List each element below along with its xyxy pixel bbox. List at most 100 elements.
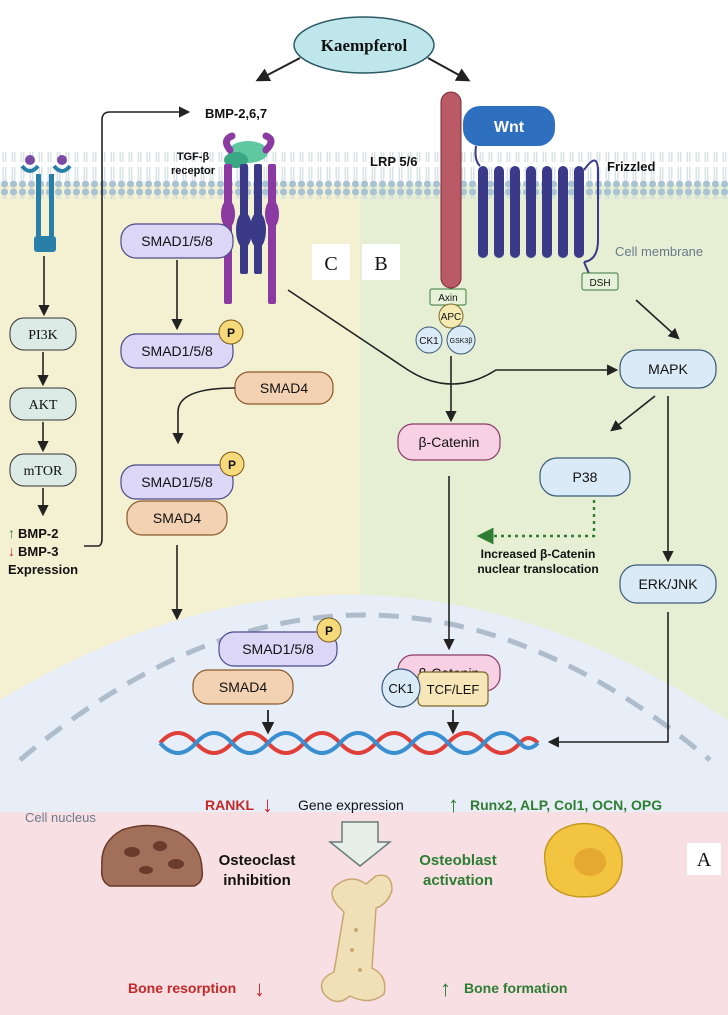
- panel-a-label: A: [697, 849, 712, 871]
- cell-membrane: [0, 152, 728, 199]
- arrow-erk-dna: [547, 612, 669, 748]
- bone-formation-up-arrow: ↑: [440, 976, 451, 1001]
- rankl-down-arrow: ↓: [262, 792, 273, 817]
- akt-label: AKT: [29, 398, 58, 413]
- osteoblast-label-line1: Osteoblast: [419, 852, 497, 869]
- panel-b-label: B: [374, 253, 387, 275]
- arrow-kaempferol-bmp: [255, 57, 301, 82]
- outcome-big-arrow: [327, 821, 393, 867]
- wnt-label: Wnt: [494, 119, 525, 136]
- smad4-label-2: SMAD4: [153, 510, 201, 526]
- bone-resorption-down-arrow: ↓: [254, 976, 265, 1001]
- osteoclast-cell: [100, 824, 204, 887]
- kaempferol-label: Kaempferol: [321, 36, 408, 55]
- osteoclast-label-line2: inhibition: [223, 872, 290, 889]
- phospho-badge-1: [218, 319, 244, 345]
- tcf-lef-label: TCF/LEF: [427, 682, 480, 697]
- phospho-label-3: P: [325, 624, 333, 638]
- pi3k-receptor: [20, 155, 72, 252]
- bone-formation-label: Bone formation: [464, 980, 567, 996]
- lrp-label: LRP 5/6: [370, 154, 417, 169]
- phospho-label-1: P: [227, 326, 235, 340]
- bmp-ligand-label: BMP-2,6,7: [205, 106, 267, 121]
- apc-label: APC: [441, 312, 462, 323]
- smad158-label-2: SMAD1/5/8: [141, 343, 213, 359]
- nucleus-label: Cell nucleus: [25, 810, 96, 825]
- smad4-box-nuclear: [192, 669, 294, 705]
- smad158-label-1: SMAD1/5/8: [141, 233, 213, 249]
- smad4-label-nuclear: SMAD4: [219, 679, 267, 695]
- arrow-receptor-mapk: [287, 289, 619, 385]
- osteoblast-genes-label: Runx2, ALP, Col1, OCN, OPG: [470, 797, 662, 813]
- smad158-box-2: [120, 333, 234, 369]
- phospho-badge-2: [219, 451, 245, 477]
- arrow-dsh-mapk: [635, 299, 680, 340]
- osteoclast-label-line1: Osteoclast: [219, 852, 296, 869]
- mtor-box: [9, 453, 77, 487]
- smad158-label-nuclear: SMAD1/5/8: [242, 641, 314, 657]
- arrow-expression-bmp-ligand: [84, 106, 191, 547]
- bmp3-down-arrow: ↓: [8, 543, 15, 559]
- ck1-label-top: CK1: [419, 336, 439, 347]
- gene-expression-label: Gene expression: [298, 797, 404, 813]
- smad4-label-1: SMAD4: [260, 380, 308, 396]
- lrp-receptor: [440, 91, 462, 289]
- mapk-label: MAPK: [648, 361, 688, 377]
- tgf-label-line1: TGF-β: [177, 151, 210, 163]
- ck1-node-nuclear: [381, 668, 421, 708]
- ck1-node-top: [415, 326, 443, 354]
- panel-b-box: [362, 244, 400, 280]
- axin-label: Axin: [438, 293, 457, 304]
- rankl-label: RANKL: [205, 797, 254, 813]
- bmp2-up-arrow: ↑: [8, 525, 15, 541]
- nucleus-region: [0, 594, 728, 812]
- erk-jnk-label: ERK/JNK: [638, 576, 698, 592]
- smad158-box-3: [120, 464, 234, 500]
- wnt-ligand: [463, 106, 555, 146]
- frizzled-label: Frizzled: [607, 159, 655, 174]
- panel-c-label: C: [324, 253, 337, 275]
- dsh-label: DSH: [589, 278, 610, 289]
- bmp2-label: BMP-2: [18, 526, 58, 541]
- pi3k-label: PI3K: [28, 328, 58, 343]
- arrow-smad4-join: [172, 387, 236, 445]
- osteoblast-cell: [543, 822, 623, 898]
- kaempferol-node: [293, 16, 435, 74]
- dna-helix: [158, 731, 540, 755]
- gsk3b-label: GSK3β: [450, 338, 473, 345]
- p38-label: P38: [573, 469, 598, 485]
- catenin-label-cyto: β-Catenin: [419, 434, 480, 450]
- smad158-box-nuclear: [218, 631, 338, 667]
- pi3k-box: [9, 317, 77, 351]
- arrow-p38-translocation: [476, 500, 596, 545]
- panel-c-box: [312, 244, 350, 280]
- bone-resorption-label: Bone resorption: [128, 980, 236, 996]
- nucleus-envelope: [18, 612, 712, 762]
- frizzled-receptor: [474, 145, 599, 277]
- smad158-box-1: [120, 223, 234, 259]
- translocation-label-line2: nuclear translocation: [477, 562, 598, 576]
- translocation-label-line1: Increased β-Catenin: [481, 547, 596, 561]
- tgf-label-line2: receptor: [171, 165, 216, 177]
- phospho-label-2: P: [228, 458, 236, 472]
- osteoblast-label-line2: activation: [423, 872, 493, 889]
- erk-jnk-box: [619, 564, 717, 604]
- membrane-label: Cell membrane: [615, 244, 703, 259]
- mtor-label: mTOR: [24, 464, 63, 479]
- gsk3b-node: [446, 325, 476, 355]
- smad158-label-3: SMAD1/5/8: [141, 474, 213, 490]
- phospho-badge-3: [316, 617, 342, 643]
- smad4-box-2: [126, 500, 228, 536]
- akt-box: [9, 387, 77, 421]
- ck1-label-nuclear: CK1: [388, 681, 413, 696]
- dsh-box: [581, 272, 619, 291]
- expression-label: Expression: [8, 562, 78, 577]
- bmp3-label: BMP-3: [18, 544, 58, 559]
- catenin-box-cyto: [397, 423, 501, 461]
- genes-up-arrow: ↑: [448, 792, 459, 817]
- arrow-mapk-p38: [610, 395, 656, 432]
- bone-image: [320, 874, 393, 1003]
- arrow-kaempferol-wnt: [427, 57, 471, 82]
- mapk-box: [619, 349, 717, 389]
- panel-a-box: [687, 843, 721, 875]
